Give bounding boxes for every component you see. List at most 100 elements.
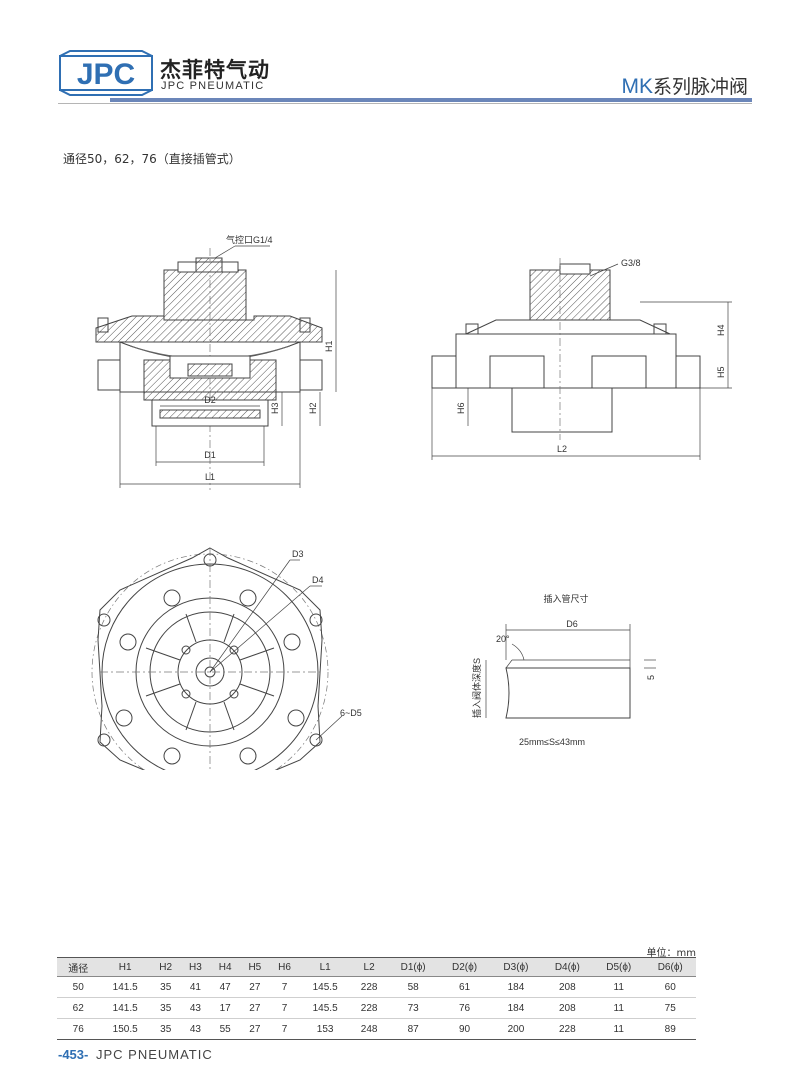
column-header: H3 (180, 957, 211, 977)
table-cell: 35 (150, 976, 181, 998)
column-header: D5(ϕ) (593, 957, 645, 977)
bolt-holes (97, 553, 323, 765)
table-cell: 73 (387, 997, 439, 1019)
table-cell: 184 (490, 976, 542, 998)
h4-label: H4 (716, 324, 726, 336)
table-cell: 60 (644, 976, 696, 998)
front-section-view: 气控口G1/4 H1 H2 H3 D2 D1 L1 (95, 234, 337, 490)
plan-view: D3 D4 6~D5 (91, 547, 362, 770)
column-header: H5 (240, 957, 270, 977)
page-number: -453- (58, 1047, 89, 1062)
table-cell: 47 (210, 976, 240, 998)
table-cell: 208 (541, 997, 594, 1019)
table-cell: 145.5 (299, 976, 351, 998)
d1-label: D1 (204, 450, 216, 460)
brand-name-cn: 杰菲特气动 (160, 58, 270, 82)
footer-brand: JPC PNEUMATIC (95, 1047, 213, 1062)
table-cell: 184 (490, 997, 542, 1019)
page-header: JPC 杰菲特气动 JPC PNEUMATIC MK系列脉冲阀 (0, 0, 800, 110)
brand-name-en: JPC PNEUMATIC (161, 80, 265, 92)
table-cell: 61 (438, 976, 491, 998)
table-cell: 7 (269, 1018, 300, 1040)
column-header: D3(ϕ) (490, 957, 542, 977)
jpc-logo: JPC (59, 50, 153, 96)
h6-label: H6 (456, 402, 466, 414)
pipe-detail: 插入管尺寸 D6 20° 插入阀体深度S 5 25mm≤S≤43mm (471, 593, 656, 747)
table-cell: 43 (180, 1018, 211, 1040)
table-cell: 35 (150, 997, 181, 1019)
h2-label: H2 (308, 402, 318, 414)
column-header: D4(ϕ) (541, 957, 594, 977)
pipe-detail-title: 插入管尺寸 (543, 593, 588, 604)
table-cell: 90 (438, 1018, 491, 1040)
d6-label: D6 (566, 619, 578, 629)
l2-label: L2 (557, 444, 567, 454)
unit-label: 单位：mm (646, 948, 696, 959)
table-cell: 228 (350, 997, 388, 1019)
column-header: H6 (269, 957, 300, 977)
angle-label: 20° (496, 634, 510, 644)
table-cell: 200 (490, 1018, 542, 1040)
logo-text: JPC (77, 58, 135, 91)
column-header: H4 (210, 957, 240, 977)
series-name: 系列脉冲阀 (652, 76, 748, 98)
insertion-range-label: 25mm≤S≤43mm (519, 737, 585, 747)
g38-label: G3/8 (621, 258, 641, 268)
series-title: MK系列脉冲阀 (621, 72, 748, 99)
table-cell: 7 (269, 976, 300, 998)
table-cell: 11 (593, 976, 645, 998)
d5-label: 6~D5 (340, 708, 362, 718)
wall-offset-label: 5 (646, 675, 656, 680)
section-subtitle: 通径50，62，76（直接插管式） (63, 152, 241, 166)
table-cell: 87 (387, 1018, 439, 1040)
column-header: D2(ϕ) (438, 957, 491, 977)
column-header: 通径 (57, 957, 100, 977)
header-rule-thin (58, 103, 752, 104)
table-cell: 150.5 (99, 1018, 151, 1040)
table-cell: 27 (240, 997, 270, 1019)
table-cell: 17 (210, 997, 240, 1019)
column-header: L1 (299, 957, 351, 977)
column-header: H2 (150, 957, 181, 977)
d2-label: D2 (204, 395, 216, 405)
page-footer: -453- JPC PNEUMATIC (58, 1047, 213, 1062)
table-cell: 141.5 (99, 997, 151, 1019)
table-cell: 248 (350, 1018, 388, 1040)
table-cell: 58 (387, 976, 439, 998)
technical-drawing: 气控口G1/4 H1 H2 H3 D2 D1 L1 (91, 234, 732, 770)
table-cell: 228 (350, 976, 388, 998)
table-cell: 11 (593, 997, 645, 1019)
table-cell: 145.5 (299, 997, 351, 1019)
table-cell: 35 (150, 1018, 181, 1040)
pilot-port-label: 气控口G1/4 (226, 234, 273, 245)
d4-label: D4 (312, 575, 324, 585)
h3-label: H3 (270, 402, 280, 414)
insertion-depth-label: 插入阀体深度S (471, 658, 482, 718)
table-cell: 153 (299, 1018, 351, 1040)
l1-label: L1 (205, 472, 215, 482)
table-cell: 62 (57, 997, 100, 1019)
h1-label: H1 (324, 340, 334, 352)
column-header: D1(ϕ) (387, 957, 439, 977)
table-cell: 7 (269, 997, 300, 1019)
column-header: L2 (350, 957, 388, 977)
table-cell: 50 (57, 976, 100, 998)
column-header: D6(ϕ) (644, 957, 696, 977)
d3-label: D3 (292, 549, 304, 559)
table-cell: 141.5 (99, 976, 151, 998)
side-view: G3/8 H4 H5 H6 L2 (431, 258, 732, 460)
table-cell: 228 (541, 1018, 594, 1040)
h5-label: H5 (716, 366, 726, 378)
table-cell: 76 (57, 1018, 100, 1040)
table-cell: 76 (438, 997, 491, 1019)
series-prefix: MK (621, 75, 653, 98)
header-rule (110, 98, 752, 102)
table-cell: 43 (180, 997, 211, 1019)
table-cell: 208 (541, 976, 594, 998)
